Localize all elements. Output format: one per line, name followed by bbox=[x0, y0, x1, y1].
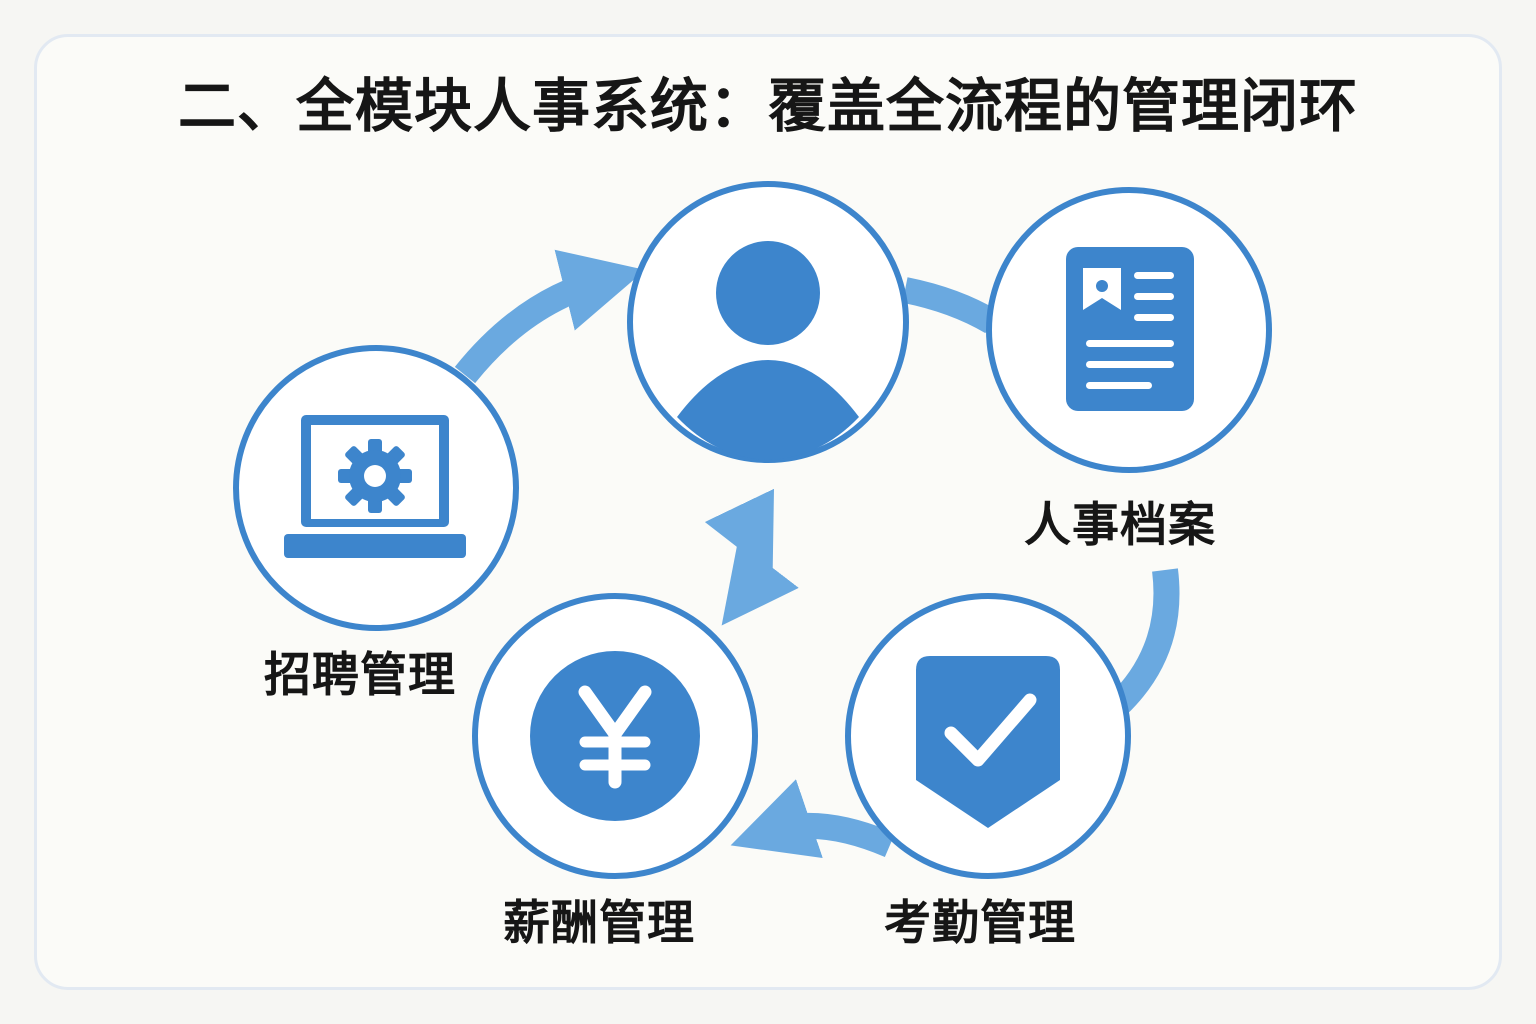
page-title: 二、全模块人事系统：覆盖全流程的管理闭环 bbox=[177, 72, 1358, 140]
arrow-records-to-attendance bbox=[1108, 568, 1180, 715]
module-attendance bbox=[845, 593, 1131, 879]
user-icon bbox=[677, 241, 859, 460]
shield-check-icon bbox=[916, 656, 1060, 828]
label-records: 人事档案 bbox=[1024, 498, 1216, 553]
document-icon bbox=[1066, 247, 1194, 411]
module-payroll bbox=[472, 593, 758, 879]
label-recruitment: 招聘管理 bbox=[264, 648, 456, 703]
arrow-attendance-to-payroll bbox=[730, 779, 896, 859]
yen-icon bbox=[530, 651, 700, 821]
label-payroll: 薪酬管理 bbox=[503, 896, 695, 951]
arrow-recruitment-to-employee bbox=[454, 249, 646, 384]
arrow-payroll-employee-bidirectional bbox=[704, 488, 799, 626]
arrow-employee-to-records bbox=[902, 277, 999, 334]
laptop-gear-icon bbox=[284, 415, 466, 558]
module-employee bbox=[627, 181, 909, 463]
module-recruitment bbox=[233, 345, 519, 631]
module-records bbox=[986, 187, 1272, 473]
label-attendance: 考勤管理 bbox=[884, 896, 1076, 951]
